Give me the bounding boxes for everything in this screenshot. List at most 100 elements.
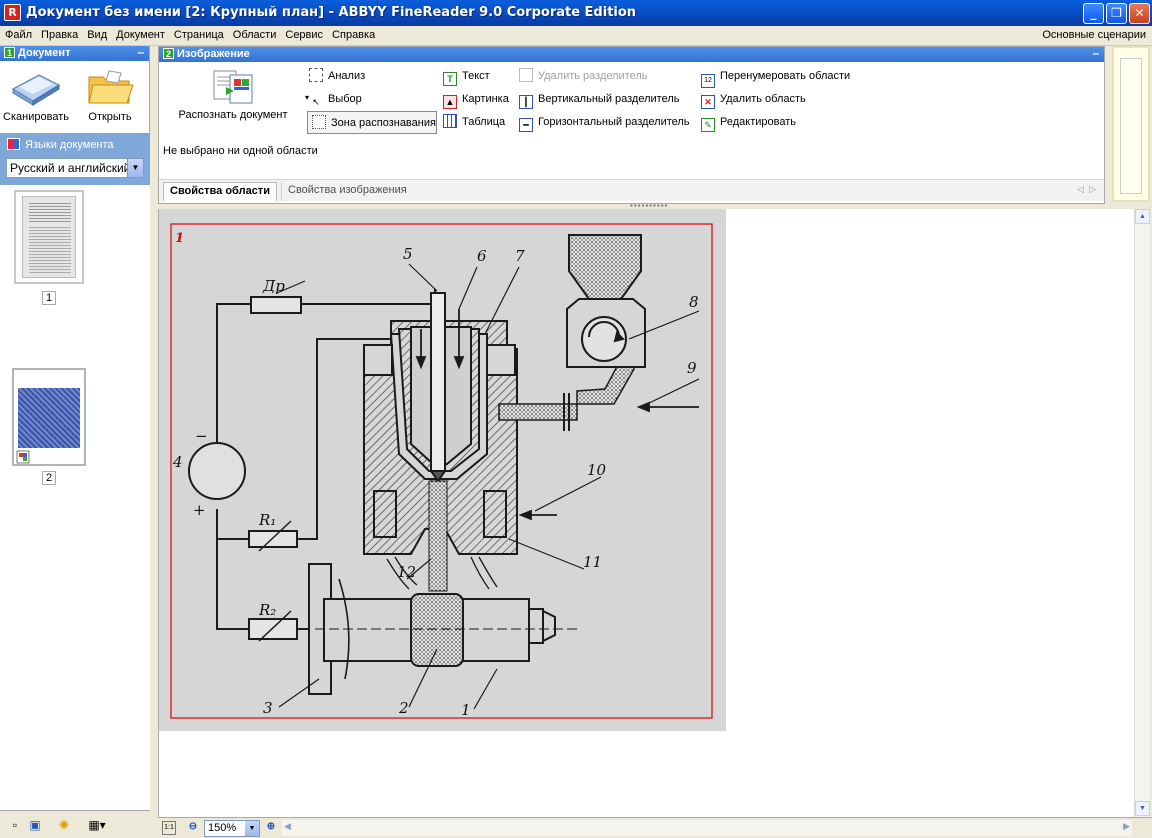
- scroll-up-icon[interactable]: ▲: [1135, 209, 1150, 224]
- menu-file[interactable]: Файл: [5, 29, 33, 41]
- tool-renumber-areas-label: Перенумеровать области: [720, 70, 851, 82]
- panel-number-badge: 1: [4, 47, 15, 58]
- maximize-button[interactable]: ❐: [1106, 3, 1127, 24]
- picture-area-icon: ▲: [443, 95, 457, 109]
- tool-delete-area-label: Удалить область: [720, 93, 806, 105]
- menu-help[interactable]: Справка: [332, 29, 376, 41]
- zoom-select[interactable]: 150% ▼: [204, 820, 260, 837]
- page-number-1: 1: [42, 291, 56, 305]
- tool-vertical-separator[interactable]: ┃Вертикальный разделитель: [517, 88, 697, 111]
- save-icon[interactable]: ▣: [29, 818, 41, 832]
- panel-splitter[interactable]: ▪▪▪▪▪▪▪▪▪▪: [630, 201, 669, 210]
- vertical-scrollbar[interactable]: ▲ ▼: [1134, 209, 1150, 817]
- scroll-right-icon[interactable]: ▶: [1123, 821, 1130, 831]
- tool-picture[interactable]: ▲Картинка: [441, 88, 516, 111]
- cursor-icon: ↖: [309, 96, 323, 110]
- page-number-2: 2: [42, 471, 56, 485]
- language-select[interactable]: Русский и английский ▼: [6, 158, 144, 178]
- diagram-label-1: 1: [461, 701, 471, 719]
- menu-areas[interactable]: Области: [232, 29, 277, 41]
- close-button[interactable]: ✕: [1129, 3, 1150, 24]
- view-mode-icon[interactable]: ▦▾: [88, 818, 106, 832]
- tool-text[interactable]: T Текст: [441, 65, 516, 88]
- selection-status: Не выбрано ни одной области: [163, 145, 318, 157]
- minimize-button[interactable]: _: [1083, 3, 1104, 24]
- tools-column-3: Удалить разделитель ┃Вертикальный раздел…: [517, 65, 697, 134]
- horizontal-scrollbar[interactable]: ◀ ▶: [282, 820, 1132, 836]
- tools-column-4: 12 Перенумеровать области ✕Удалить област…: [699, 65, 859, 134]
- chevron-down-icon[interactable]: ▼: [245, 821, 259, 836]
- page-thumbnail-1[interactable]: [14, 190, 84, 284]
- open-button[interactable]: Открыть: [74, 65, 146, 123]
- tabs-scroll-arrows[interactable]: ◁ ▷: [1077, 184, 1096, 194]
- menu-view[interactable]: Вид: [87, 29, 108, 41]
- tool-renumber-areas[interactable]: 12 Перенумеровать области: [699, 65, 859, 88]
- scanned-image: 1: [159, 209, 726, 731]
- document-tools: Сканировать Открыть: [0, 61, 149, 133]
- document-panel-title: Документ: [18, 47, 71, 59]
- diagram-label-8: 8: [689, 293, 699, 311]
- window-title: Документ без имени [2: Крупный план] - A…: [26, 5, 637, 20]
- tool-analysis-label: Анализ: [328, 70, 366, 82]
- diagram-label-choke: Др: [262, 277, 285, 295]
- main-scenarios-button[interactable]: Основные сценарии: [1042, 29, 1146, 41]
- recognize-document-button[interactable]: Распознать документ ▾: [163, 65, 309, 131]
- recognized-page-icon: [16, 450, 30, 464]
- zoom-out-icon[interactable]: ⊖: [188, 821, 198, 832]
- tool-delete-separator-label: Удалить разделитель: [538, 70, 648, 82]
- document-panel-toolbar: ▫ ▣ ✺ ▦▾: [0, 810, 150, 838]
- diagram-label-6: 6: [477, 247, 487, 265]
- panel-minimize-icon[interactable]: ‒: [1092, 48, 1099, 60]
- menu-edit[interactable]: Правка: [41, 29, 79, 41]
- diagram-label-3: 3: [263, 699, 273, 717]
- chevron-down-icon[interactable]: ▼: [127, 159, 143, 177]
- tool-table[interactable]: Таблица: [441, 111, 516, 134]
- tool-delete-separator[interactable]: Удалить разделитель: [517, 65, 697, 88]
- menu-document[interactable]: Документ: [116, 29, 165, 41]
- tool-text-label: Текст: [462, 70, 490, 82]
- recognition-area-frame[interactable]: [170, 223, 713, 719]
- zoom-preview-panel: [1112, 46, 1150, 202]
- zoom-preview[interactable]: [1120, 58, 1142, 194]
- actual-size-icon[interactable]: 1:1: [162, 821, 176, 835]
- tool-analysis[interactable]: Анализ: [307, 65, 437, 88]
- tool-edit[interactable]: ✎Редактировать: [699, 111, 859, 134]
- scan-button[interactable]: Сканировать: [0, 65, 72, 123]
- scanner-icon: [11, 74, 61, 106]
- tool-recognition-zone[interactable]: Зона распознавания: [307, 111, 437, 134]
- tab-image-properties[interactable]: Свойства изображения: [281, 182, 413, 201]
- text-area-icon: T: [443, 72, 457, 86]
- scroll-down-icon[interactable]: ▼: [1135, 801, 1150, 816]
- menu-service[interactable]: Сервис: [285, 29, 324, 41]
- tool-select[interactable]: ↖ Выбор: [307, 88, 437, 111]
- area-number: 1: [175, 231, 184, 246]
- diagram-label-5: 5: [403, 245, 413, 263]
- vertical-separator-icon: ┃: [519, 95, 533, 109]
- tool-edit-label: Редактировать: [720, 116, 796, 128]
- page-thumbnail-2[interactable]: [12, 368, 86, 466]
- recognize-dropdown-icon[interactable]: ▾: [304, 93, 309, 102]
- tool-horizontal-separator[interactable]: ━Горизонтальный разделитель: [517, 111, 697, 134]
- scroll-left-icon[interactable]: ◀: [284, 821, 291, 831]
- panel-minimize-icon[interactable]: ‒: [137, 47, 144, 59]
- languages-icon: [7, 138, 20, 150]
- settings-icon[interactable]: ✺: [58, 818, 70, 832]
- recognize-icon: [212, 67, 254, 105]
- diagram-label-minus: −: [195, 427, 208, 445]
- menu-page[interactable]: Страница: [173, 29, 224, 41]
- zoom-in-icon[interactable]: ⊕: [266, 821, 276, 832]
- open-label: Открыть: [88, 111, 132, 123]
- page-thumbnail-2-image: [18, 388, 80, 448]
- tool-horizontal-separator-label: Горизонтальный разделитель: [538, 116, 690, 128]
- tool-delete-area[interactable]: ✕Удалить область: [699, 88, 859, 111]
- diagram-label-r2: R₂: [258, 601, 276, 619]
- renumber-icon: 12: [701, 74, 715, 88]
- tab-area-properties[interactable]: Свойства области: [163, 182, 277, 201]
- languages-label: Языки документа: [7, 138, 114, 151]
- tool-select-label: Выбор: [328, 93, 362, 105]
- scan-label: Сканировать: [3, 111, 69, 123]
- page-icon[interactable]: ▫: [12, 818, 18, 832]
